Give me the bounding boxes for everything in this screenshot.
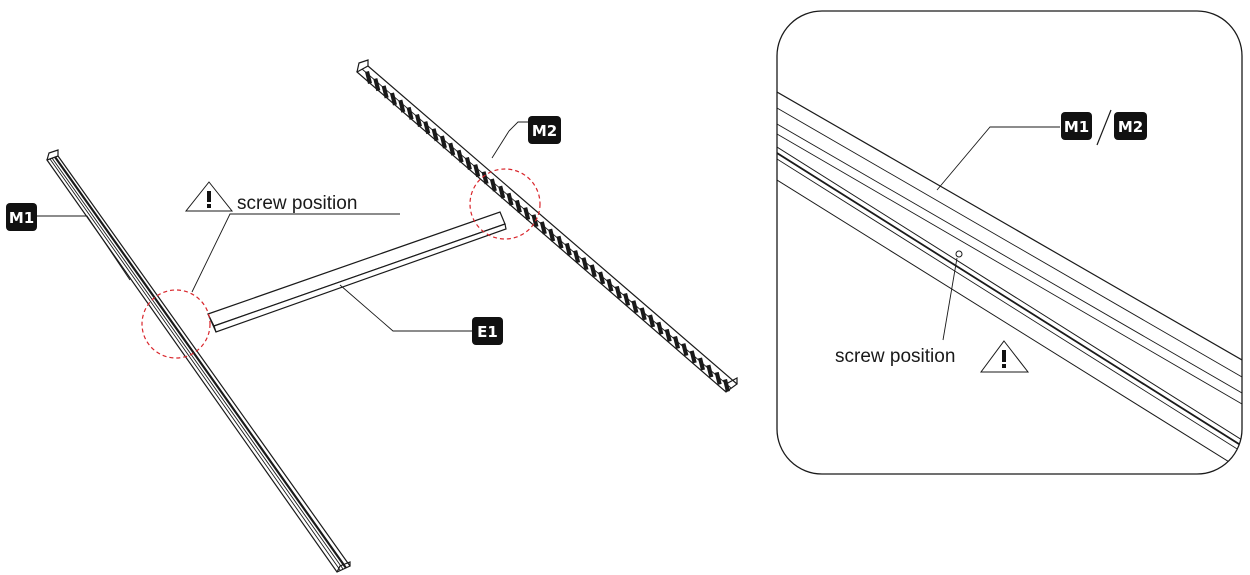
badge-m2-label: M2 xyxy=(532,122,557,140)
screw-position-label: screw position xyxy=(237,193,357,214)
badge-e1: E1 xyxy=(472,317,503,345)
rail-m2-slot xyxy=(573,250,581,264)
screw-position-callout: screw position xyxy=(184,181,357,214)
warning-triangle-icon xyxy=(980,340,1030,373)
rail-m2-slot xyxy=(673,336,681,350)
rail-m2-slot xyxy=(381,85,389,99)
detail-inset: M1 M2 screw position xyxy=(776,10,1243,475)
rail-m2-slot xyxy=(423,121,431,135)
rail-m2-slot xyxy=(473,164,481,178)
rail-m2-slot xyxy=(523,207,531,221)
rail-m2-slot xyxy=(506,192,514,206)
rail-m2-slot xyxy=(414,113,422,127)
rail-m2-slot xyxy=(464,156,472,170)
rail-m2-slot xyxy=(723,379,730,392)
rail-m2-slot xyxy=(539,221,547,235)
rail-m2-slot xyxy=(439,135,447,149)
rail-m2-slot xyxy=(564,242,572,256)
rail-m2-slot xyxy=(556,235,564,249)
rail-m2 xyxy=(355,59,738,393)
detail-screw-position-callout: screw position xyxy=(835,340,1030,373)
badge-detail-m1-label: M1 xyxy=(1064,118,1089,136)
rail-m2-slot xyxy=(431,128,439,142)
detail-separator-slash xyxy=(1096,109,1112,146)
rail-m2-slot xyxy=(456,149,464,163)
rail-m2-slot xyxy=(614,285,622,299)
rail-m2-slot xyxy=(489,178,497,192)
rail-m2-slot xyxy=(389,92,397,106)
crossbar-e1 xyxy=(207,211,507,333)
leader-lines xyxy=(37,121,528,332)
badge-e1-label: E1 xyxy=(477,323,498,341)
badge-m1: M1 xyxy=(6,203,37,231)
badge-detail-m1: M1 xyxy=(1061,112,1092,140)
badge-detail-m2: M2 xyxy=(1114,112,1147,140)
rail-m2-slot xyxy=(698,357,706,371)
rail-m2-slot xyxy=(373,78,381,92)
warning-triangle-icon xyxy=(184,181,234,212)
screw-highlight-circle-right xyxy=(469,168,541,240)
rail-m2-slot xyxy=(639,307,647,321)
rail-m2-slot xyxy=(714,371,722,385)
rail-m2-slot xyxy=(581,257,589,271)
rail-m2-slot xyxy=(481,171,489,185)
rail-m2-slot xyxy=(631,300,639,314)
badge-m2: M2 xyxy=(528,116,561,144)
rail-m2-slot xyxy=(706,364,714,378)
rail-m2-slot xyxy=(598,271,606,285)
rail-m2-slot xyxy=(365,71,372,84)
rail-m2-slot xyxy=(689,350,697,364)
rail-m2-slots xyxy=(365,71,730,392)
rail-m2-slot xyxy=(681,343,689,357)
rail-m2-slot xyxy=(623,293,631,307)
rail-m2-slot xyxy=(531,214,539,228)
rail-m2-slot xyxy=(648,314,656,328)
detail-inset-frame xyxy=(776,10,1243,475)
rail-m2-slot xyxy=(498,185,506,199)
rail-m2-slot xyxy=(548,228,556,242)
rail-m2-slot xyxy=(406,106,414,120)
rail-m2-slot xyxy=(514,199,522,213)
rail-m2-slot xyxy=(589,264,597,278)
rail-m2-slot xyxy=(448,142,456,156)
rail-m1 xyxy=(46,149,351,573)
detail-screw-position-label: screw position xyxy=(835,346,955,367)
rail-m2-slot xyxy=(664,328,672,342)
rail-m2-slot xyxy=(398,99,406,113)
rail-m2-slot xyxy=(656,321,664,335)
badge-m1-label: M1 xyxy=(9,209,34,227)
screw-highlight-circle-left xyxy=(141,289,211,359)
rail-m2-slot xyxy=(606,278,614,292)
badge-detail-m2-label: M2 xyxy=(1118,118,1143,136)
